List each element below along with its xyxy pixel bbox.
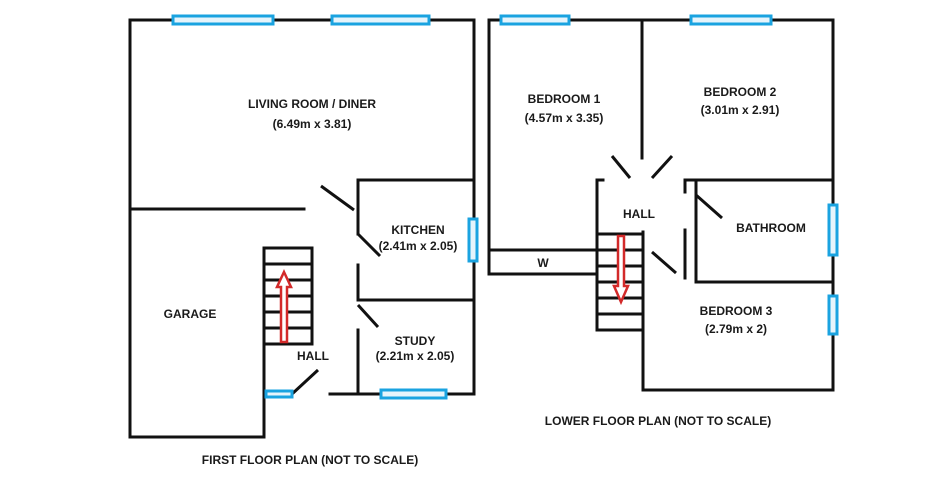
- kitchen-name: KITCHEN: [391, 223, 444, 237]
- down-arrow-icon: [612, 234, 630, 306]
- window-bedroom-2: [689, 14, 773, 26]
- first-floor-caption: FIRST FLOOR PLAN (NOT TO SCALE): [202, 453, 418, 467]
- first-floor-doors: [290, 184, 382, 396]
- bedroom-3-size: (2.79m x 2): [705, 322, 767, 336]
- window-bathroom: [827, 203, 839, 257]
- bedroom-2-size: (3.01m x 2.91): [701, 103, 780, 117]
- door-bathroom: [695, 193, 723, 220]
- lower-hall-name: HALL: [623, 207, 655, 221]
- bedroom-1-size: (4.57m x 3.35): [525, 111, 604, 125]
- door-bedroom-1: [610, 155, 632, 179]
- door-bedroom-2: [650, 154, 674, 180]
- first-floor-plan: LIVING ROOM / DINER (6.49m x 3.81) KITCH…: [128, 14, 479, 467]
- kitchen-size: (2.41m x 2.05): [379, 239, 458, 253]
- bathroom-name: BATHROOM: [736, 221, 806, 235]
- window-living-2: [330, 14, 431, 26]
- door-kitchen: [356, 232, 382, 258]
- study-name: STUDY: [395, 334, 436, 348]
- up-arrow-icon: [275, 269, 293, 344]
- bedroom-1-name: BEDROOM 1: [528, 92, 601, 106]
- window-bedroom-3: [827, 294, 839, 336]
- wardrobe-label: W: [537, 256, 549, 270]
- window-living-1: [171, 14, 275, 26]
- lower-floor-windows: [499, 14, 839, 336]
- lower-floor-walls: [487, 18, 835, 392]
- window-bedroom-1: [499, 14, 571, 26]
- door-living-room: [320, 184, 355, 212]
- lower-floor-doors: [610, 154, 723, 275]
- living-room-name: LIVING ROOM / DINER: [248, 97, 376, 111]
- first-floor-windows: [171, 14, 479, 400]
- study-size: (2.21m x 2.05): [376, 349, 455, 363]
- window-kitchen: [467, 217, 479, 263]
- bedroom-2-name: BEDROOM 2: [704, 85, 777, 99]
- lower-floor-caption: LOWER FLOOR PLAN (NOT TO SCALE): [545, 414, 771, 428]
- living-room-size: (6.49m x 3.81): [273, 117, 352, 131]
- first-floor-hall-name: HALL: [297, 349, 329, 363]
- door-front: [290, 368, 320, 396]
- bedroom-3-name: BEDROOM 3: [700, 304, 773, 318]
- lower-floor-plan: BEDROOM 1 (4.57m x 3.35) BEDROOM 2 (3.01…: [487, 14, 839, 428]
- window-hall: [264, 389, 294, 399]
- first-floor-walls: [128, 18, 476, 439]
- door-bedroom-3: [651, 250, 677, 275]
- door-study: [356, 303, 380, 329]
- garage-name: GARAGE: [164, 307, 217, 321]
- window-study: [379, 388, 448, 400]
